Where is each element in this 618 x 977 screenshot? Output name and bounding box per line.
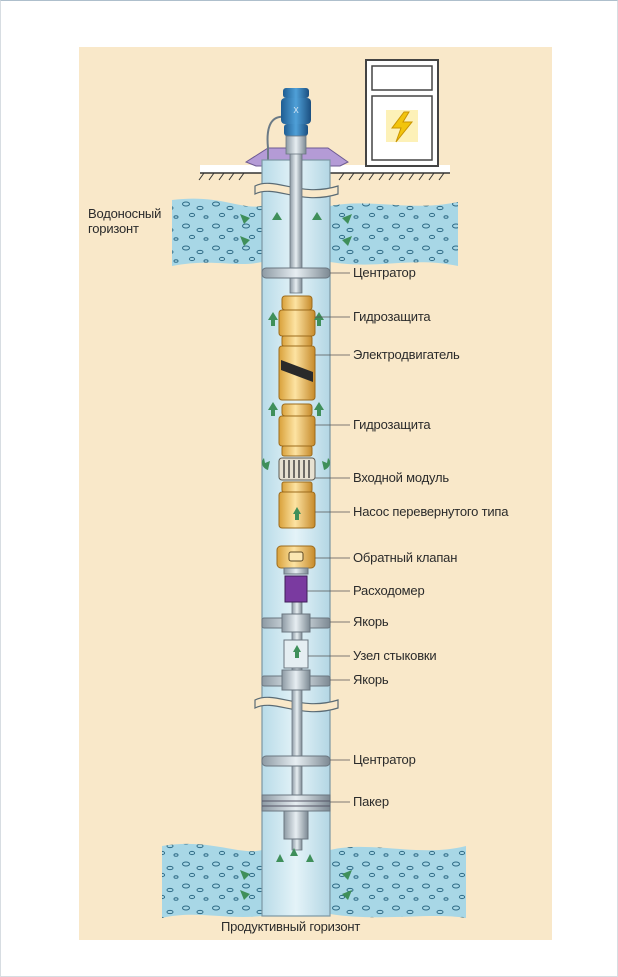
centrator-1-shape	[262, 268, 330, 278]
label-centrator-2: Центратор	[353, 752, 416, 767]
lightning-icon	[386, 110, 418, 142]
centrator-2-shape	[262, 756, 330, 766]
control-cabinet	[366, 60, 438, 166]
label-centrator-1: Центратор	[353, 265, 416, 280]
productive-horizon-label: Продуктивный горизонт	[221, 919, 360, 934]
label-docking-unit: Узел стыковки	[353, 648, 436, 663]
label-packer: Пакер	[353, 794, 389, 809]
label-hydroprotection-1: Гидрозащита	[353, 309, 430, 324]
electromotor-shape	[279, 346, 315, 400]
label-check-valve: Обратный клапан	[353, 550, 457, 565]
label-flowmeter: Расходомер	[353, 583, 424, 598]
label-inlet-module: Входной модуль	[353, 470, 449, 485]
motor-icon: X	[281, 88, 311, 136]
inlet-module-shape	[279, 458, 315, 480]
label-hydroprotection-2: Гидрозащита	[353, 417, 430, 432]
water-horizon-label: Водоносный горизонт	[88, 206, 161, 236]
label-inverted-pump: Насос перевернутого типа	[353, 504, 508, 519]
hydroprotection-1-shape	[279, 296, 315, 346]
flowmeter-shape	[285, 576, 307, 602]
inverted-pump-shape	[279, 482, 315, 528]
label-electromotor: Электродвигатель	[353, 347, 460, 362]
svg-text:X: X	[293, 106, 299, 115]
hydroprotection-2-shape	[279, 404, 315, 456]
label-anchor-2: Якорь	[353, 672, 388, 687]
label-anchor-1: Якорь	[353, 614, 388, 629]
